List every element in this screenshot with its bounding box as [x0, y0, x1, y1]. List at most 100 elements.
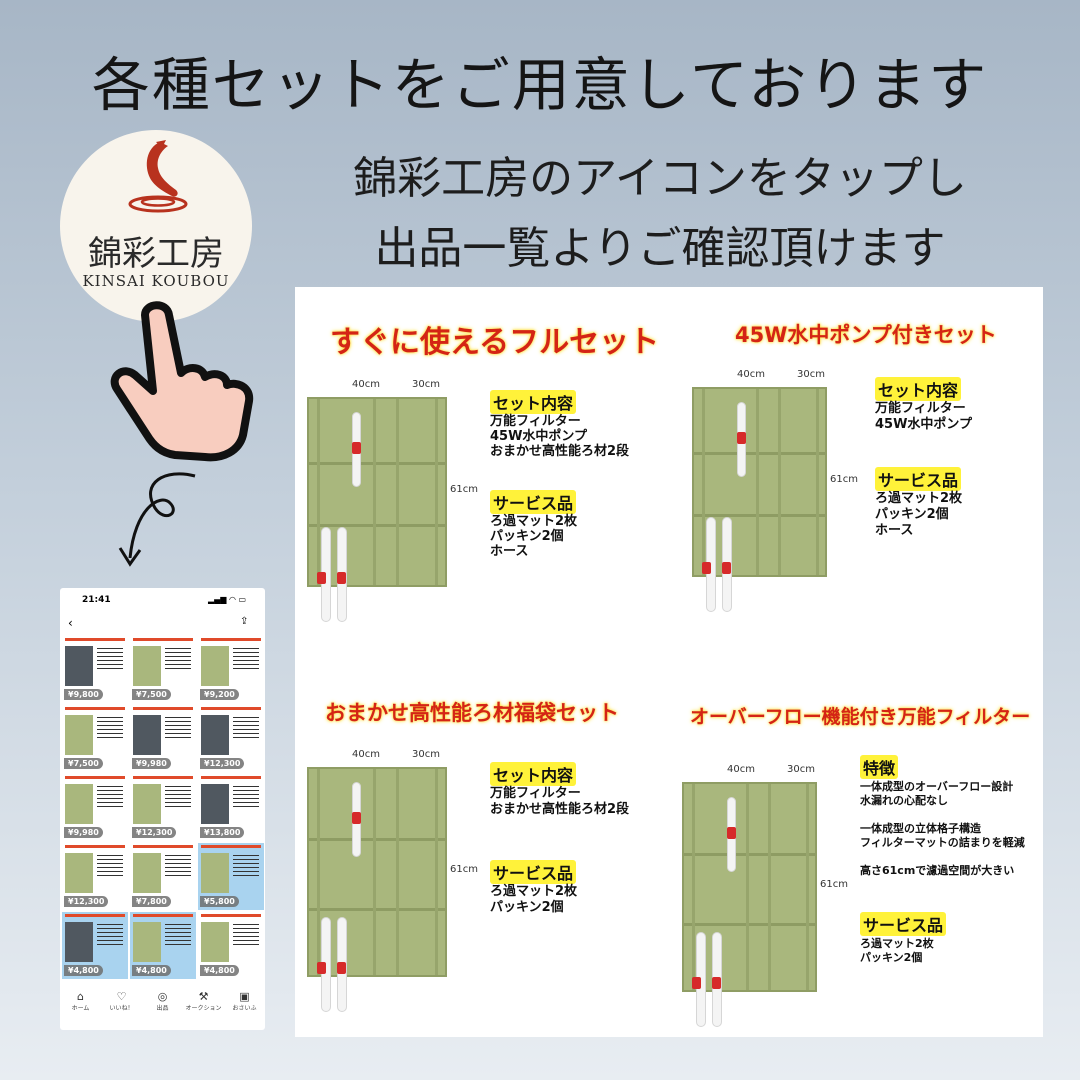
dimension-width: 40cm [727, 764, 755, 775]
listing-price: ¥13,800 [200, 827, 245, 838]
listing-thumb [133, 853, 161, 893]
listing-tile[interactable]: ¥13,800 [198, 774, 264, 841]
listing-price: ¥9,980 [132, 758, 171, 769]
tank-tier-line [309, 907, 445, 911]
dimension-depth: 30cm [412, 379, 440, 390]
listing-tile[interactable]: ¥9,200 [198, 636, 264, 703]
tab-gavel[interactable]: ⚒ オークション [183, 990, 224, 1012]
listing-thumb [201, 715, 229, 755]
section-item: 高さ61cmで濾過空間が大きい [860, 864, 1015, 877]
tab-camera[interactable]: ◎出品 [142, 990, 183, 1012]
tank-tier-line [309, 524, 445, 528]
tank-rib [435, 399, 438, 585]
product-title: オーバーフロー機能付き万能フィルター [690, 706, 1031, 728]
listing-price: ¥12,300 [132, 827, 177, 838]
listing-tile[interactable]: ¥9,980 [130, 705, 196, 772]
listing-price: ¥7,500 [64, 758, 103, 769]
listing-title [201, 776, 261, 779]
tank-tier-line [684, 922, 815, 926]
listing-text [233, 855, 259, 877]
listing-tile[interactable]: ¥12,300 [62, 843, 128, 910]
listing-tile[interactable]: ¥12,300 [130, 774, 196, 841]
listing-title [65, 638, 125, 641]
tank-tier-line [684, 853, 815, 857]
tank-rib [435, 769, 438, 975]
tab-wallet[interactable]: ▣ おさいふ [224, 990, 265, 1012]
tank-rib [395, 399, 399, 585]
listing-title [201, 707, 261, 710]
tank-rib [777, 389, 781, 575]
subtitle-line-1: 錦彩工房のアイコンをタップし [353, 153, 967, 204]
listing-tile[interactable]: ¥7,500 [62, 705, 128, 772]
camera-icon: ◎ [157, 990, 168, 1003]
section-item: 45W水中ポンプ [875, 417, 973, 432]
listing-thumb [65, 922, 93, 962]
listing-price: ¥4,800 [64, 965, 103, 976]
tank-rib [746, 784, 750, 990]
wallet-icon: ▣ [239, 990, 250, 1003]
valve [352, 442, 361, 454]
tab-heart[interactable]: ♡いいね！ [101, 990, 142, 1012]
listing-title [201, 845, 261, 848]
listing-thumb [65, 784, 93, 824]
product-title: 45W水中ポンプ付きセット [735, 323, 997, 347]
listing-text [165, 648, 191, 670]
listing-text [233, 924, 259, 946]
section-item: 万能フィルター [875, 401, 966, 416]
listing-thumb [201, 853, 229, 893]
listing-title [133, 638, 193, 641]
tank-rib [373, 399, 377, 585]
listing-tile[interactable]: ¥4,800 [130, 912, 196, 979]
valve [337, 962, 346, 974]
tank-rib [317, 769, 321, 975]
section-item: パッキン2個 [490, 529, 564, 544]
listing-tile[interactable]: ¥7,800 [130, 843, 196, 910]
tab-home[interactable]: ⌂ホーム [60, 990, 101, 1012]
section-heading: セット内容 [490, 390, 577, 414]
tank-rib [767, 784, 771, 990]
dimension-depth: 30cm [787, 764, 815, 775]
subtitle-line-2: 出品一覧よりご確認頂けます [374, 223, 946, 274]
listing-tile[interactable]: ¥12,300 [198, 705, 264, 772]
share-icon[interactable]: ⇪ [240, 616, 249, 627]
listing-title [133, 707, 193, 710]
valve [352, 812, 361, 824]
listing-thumb [133, 646, 161, 686]
listing-text [233, 717, 259, 739]
section-item: パッキン2個 [875, 507, 949, 522]
tab-label: おさいふ [232, 1005, 257, 1012]
back-icon[interactable]: ‹ [68, 616, 73, 630]
heart-icon: ♡ [116, 990, 127, 1003]
listing-thumb [65, 853, 93, 893]
koi-fish-icon [128, 140, 188, 213]
valve [337, 572, 346, 584]
gavel-icon: ⚒ [198, 990, 209, 1003]
tab-label: オークション [185, 1005, 222, 1012]
phone-screenshot: 21:41 ▂▄▆ ◠ ▭ ‹ ⇪ ¥9,800¥7,500¥9,200¥7,5… [60, 588, 265, 1030]
listing-text [233, 648, 259, 670]
listing-title [65, 914, 125, 917]
listing-title [65, 845, 125, 848]
valve [727, 827, 736, 839]
section-item: ホース [875, 523, 914, 538]
listing-tile[interactable]: ¥4,800 [62, 912, 128, 979]
section-item: パッキン2個 [490, 900, 564, 915]
headline: 各種セットをご用意しております [91, 51, 989, 119]
shop-logo[interactable]: 錦彩工房 KINSAI KOUBOU [60, 130, 252, 322]
section-heading: サービス品 [490, 490, 577, 514]
section-item: ホース [490, 544, 529, 559]
listing-thumb [133, 922, 161, 962]
tank-tier-line [309, 461, 445, 465]
valve [317, 572, 326, 584]
listing-tile[interactable]: ¥9,980 [62, 774, 128, 841]
listing-tile[interactable]: ¥5,800 [198, 843, 264, 910]
dimension-height: 61cm [450, 484, 478, 495]
listing-tile[interactable]: ¥7,500 [130, 636, 196, 703]
section-item: 45W水中ポンプ [490, 429, 588, 444]
section-heading: サービス品 [490, 860, 577, 884]
section-item: おまかせ高性能ろ材2段 [490, 802, 630, 817]
listing-tile[interactable]: ¥9,800 [62, 636, 128, 703]
listing-thumb [201, 922, 229, 962]
listing-tile[interactable]: ¥4,800 [198, 912, 264, 979]
section-item: ろ過マット2枚 [490, 514, 578, 529]
